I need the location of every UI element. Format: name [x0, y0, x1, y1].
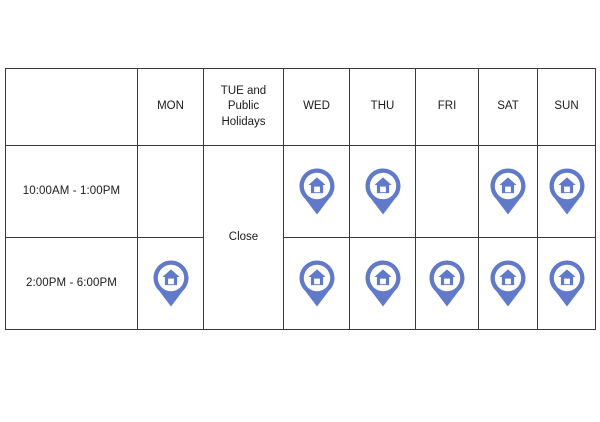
home-map-pin-icon [299, 168, 334, 215]
cell-wed-morning[interactable] [283, 145, 350, 238]
home-map-pin-icon [153, 260, 188, 307]
home-map-pin-icon [365, 168, 400, 215]
home-map-pin-icon [429, 260, 465, 307]
header-corner-blank [5, 68, 138, 146]
header-tue-label: TUE and Public Holidays [220, 85, 267, 128]
time-slot-label-afternoon: 2:00PM - 6:00PM [5, 237, 138, 330]
header-thu: THU [349, 68, 416, 146]
header-thu-label: THU [370, 100, 395, 113]
table-row: 10:00AM - 1:00PM Close [5, 145, 596, 330]
cell-tue-closed: Close [203, 145, 284, 330]
home-map-pin-icon [549, 168, 584, 215]
header-fri-label: FRI [437, 100, 457, 113]
cell-sun-morning[interactable] [537, 145, 596, 238]
cell-fri-morning [415, 145, 479, 238]
cell-thu-morning[interactable] [349, 145, 416, 238]
header-sat: SAT [478, 68, 538, 146]
header-mon: MON [137, 68, 204, 146]
cell-mon-morning [137, 145, 204, 238]
header-sat-label: SAT [497, 100, 519, 113]
table-row: 2:00PM - 6:00PM [5, 237, 596, 330]
home-map-pin-icon [490, 168, 526, 215]
cell-mon-afternoon[interactable] [137, 237, 204, 330]
header-sun-label: SUN [554, 100, 579, 113]
cell-sat-afternoon[interactable] [478, 237, 538, 330]
header-fri: FRI [415, 68, 479, 146]
cell-sat-morning[interactable] [478, 145, 538, 238]
home-map-pin-icon [490, 260, 526, 307]
table-header-row: MON TUE and Public Holidays WED THU FRI … [5, 68, 596, 146]
home-map-pin-icon [299, 260, 334, 307]
cell-fri-afternoon[interactable] [415, 237, 479, 330]
home-map-pin-icon [549, 260, 584, 307]
header-tue: TUE and Public Holidays [203, 68, 284, 146]
time-slot-label-morning: 10:00AM - 1:00PM [5, 145, 138, 238]
header-mon-label: MON [157, 100, 184, 113]
header-wed-label: WED [303, 100, 330, 113]
cell-thu-afternoon[interactable] [349, 237, 416, 330]
header-sun: SUN [537, 68, 596, 146]
home-map-pin-icon [365, 260, 400, 307]
header-wed: WED [283, 68, 350, 146]
opening-hours-table: MON TUE and Public Holidays WED THU FRI … [5, 68, 596, 330]
cell-sun-afternoon[interactable] [537, 237, 596, 330]
cell-wed-afternoon[interactable] [283, 237, 350, 330]
